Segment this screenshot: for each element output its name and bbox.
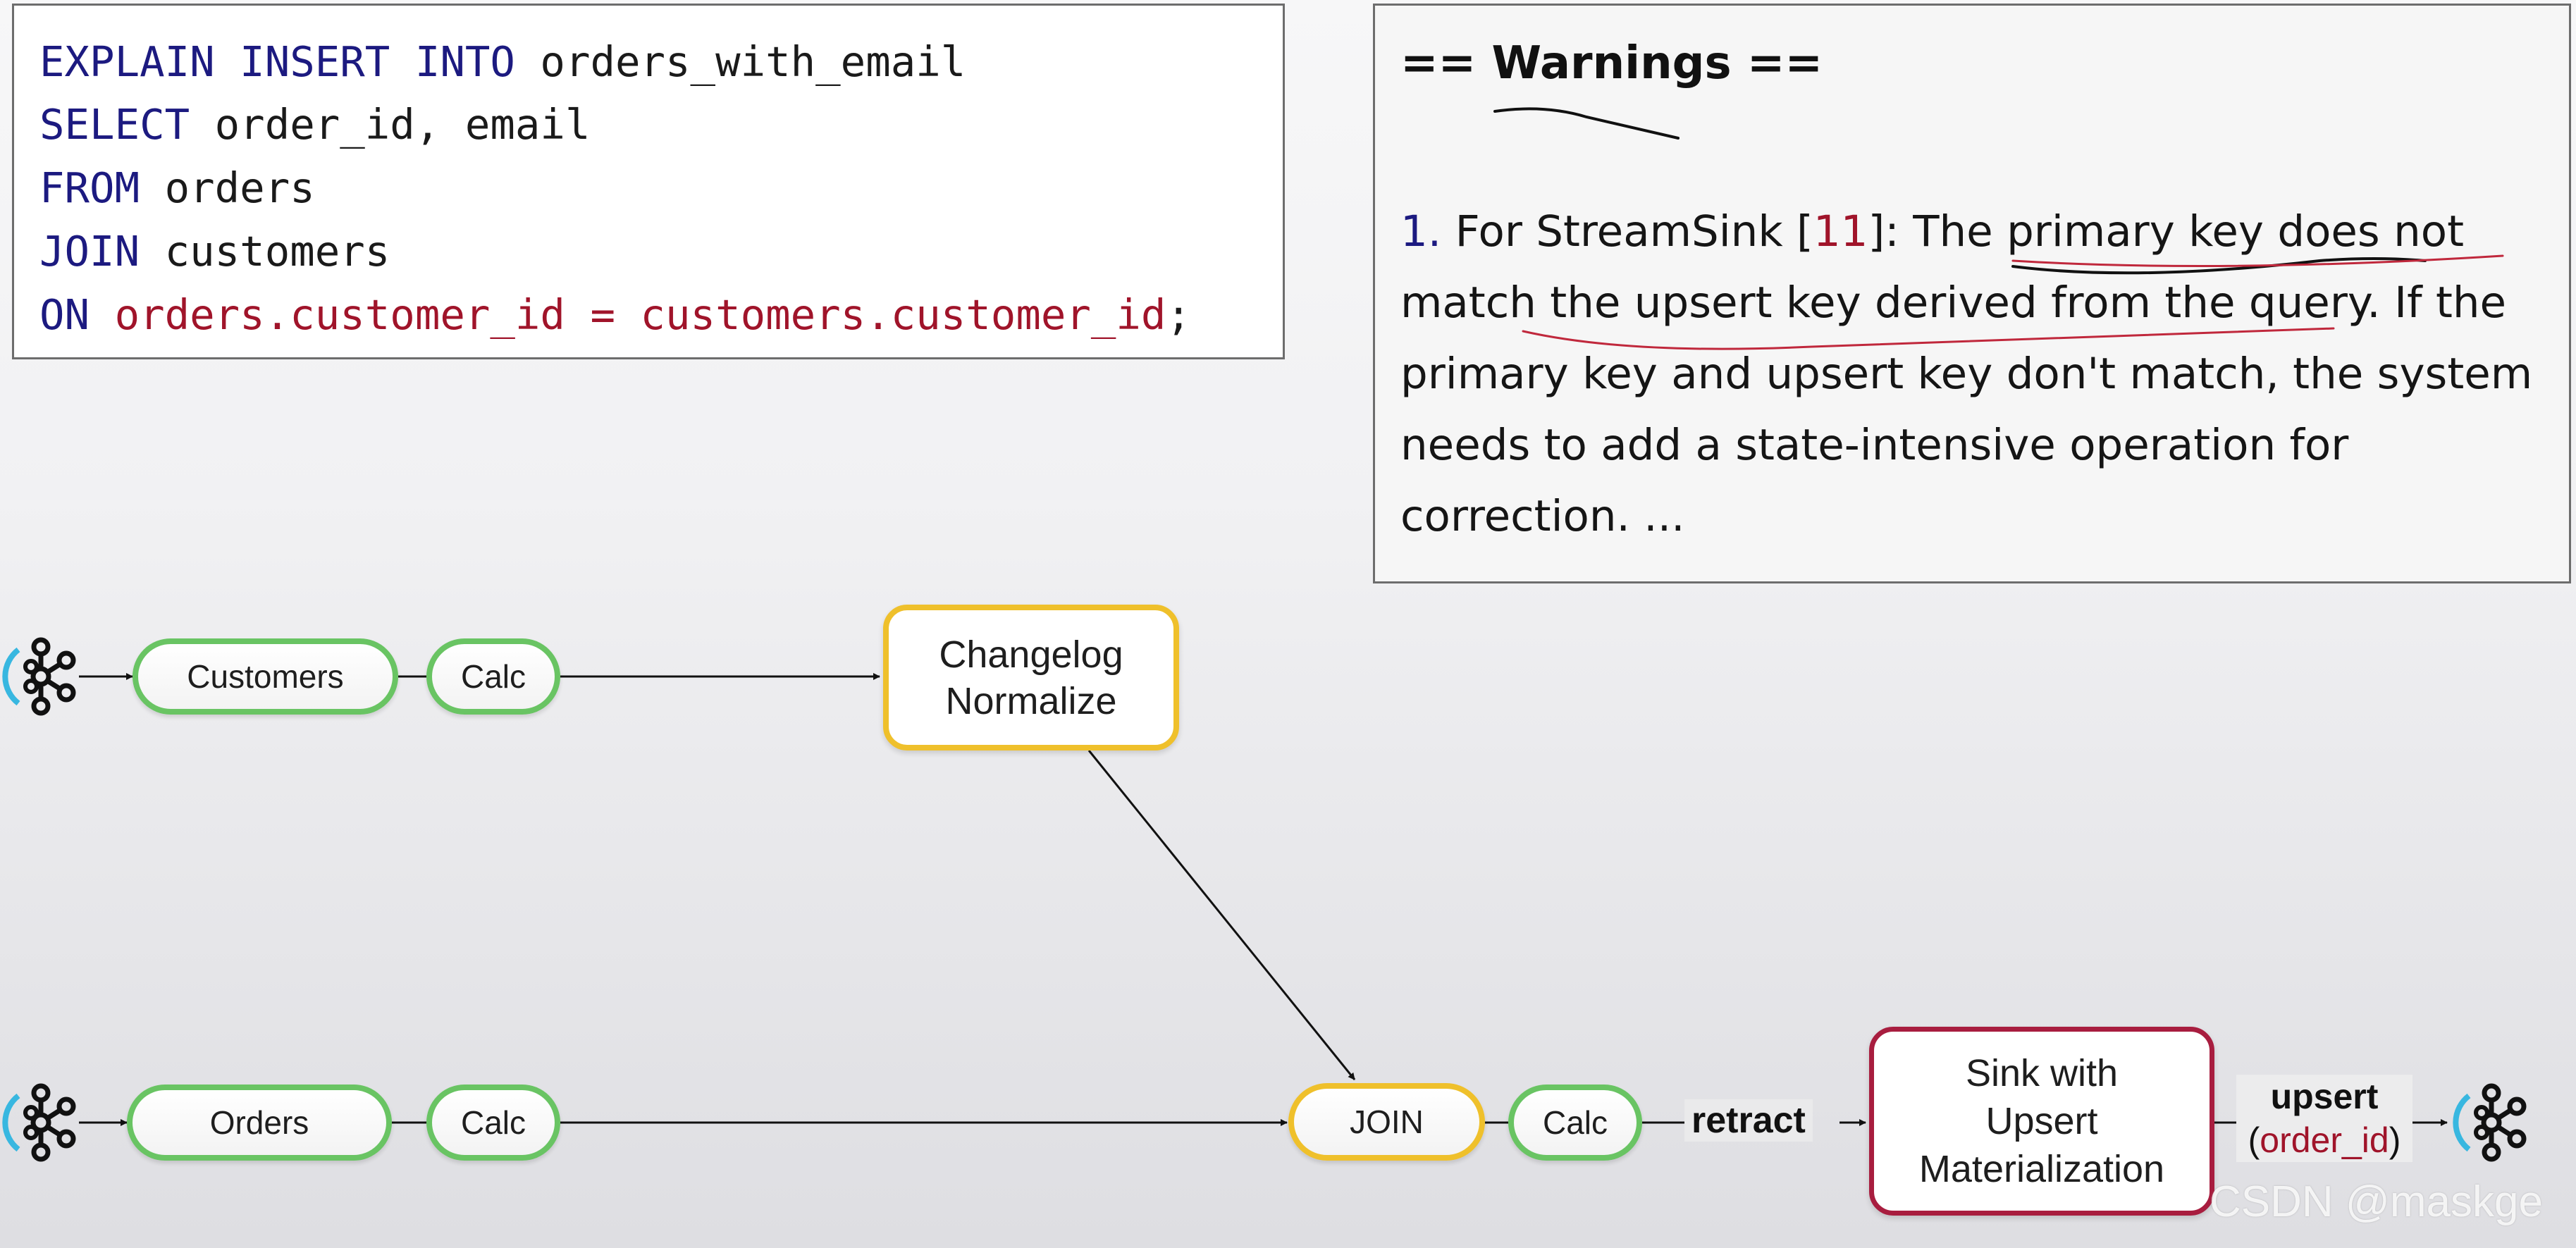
key-underline-red-1 (2011, 254, 2504, 268)
join-node: JOIN (1288, 1083, 1485, 1161)
sql-keyword: SELECT (39, 100, 190, 149)
node-label: Materialization (1918, 1148, 2165, 1190)
calc-node-customers: Calc (426, 638, 560, 715)
kafka-icon (5, 1086, 73, 1159)
sql-line-4: JOIN customers (39, 230, 390, 273)
orders-source-node: Orders (127, 1085, 392, 1161)
sql-keyword: FROM (39, 163, 140, 212)
sql-condition: orders.customer_id = customers.customer_… (90, 290, 1166, 339)
handwritten-annotations (1493, 107, 2504, 350)
sql-text: order_id, email (190, 100, 591, 149)
paren: ( (2248, 1120, 2260, 1160)
warning-text: For StreamSink [ (1441, 206, 1813, 257)
upsert-key: order_id (2260, 1120, 2389, 1160)
warnings-title: == Warnings == (1400, 37, 1823, 89)
sql-line-2: SELECT order_id, email (39, 104, 590, 146)
watermark: CSDN @maskge (2210, 1178, 2543, 1226)
calc-node-orders: Calc (426, 1085, 560, 1161)
warnings-box: == Warnings == 1. For StreamSink [11]: T… (1373, 4, 2571, 583)
node-label: Upsert (1985, 1100, 2098, 1142)
paren: ) (2389, 1120, 2401, 1160)
upsert-key-line: (order_id) (2236, 1118, 2412, 1162)
sql-keyword: EXPLAIN INSERT INTO (39, 37, 515, 86)
node-label: Normalize (945, 679, 1117, 722)
kafka-icon (5, 640, 73, 713)
title-underline-scribble (1493, 107, 1680, 140)
warning-number: 1. (1400, 206, 1442, 257)
customers-source-node: Customers (133, 638, 398, 715)
upsert-label: upsert (order_id) (2236, 1075, 2412, 1162)
node-label: Sink with (1965, 1052, 2119, 1094)
sql-keyword: ON (39, 290, 90, 339)
sql-line-5: ON orders.customer_id = customers.custom… (39, 294, 1191, 336)
key-underline-red-2 (1522, 327, 2335, 350)
sql-text: orders (140, 163, 315, 212)
calc-node-join: Calc (1508, 1085, 1642, 1161)
warning-node-ref: 11 (1813, 206, 1868, 257)
sql-text: ; (1166, 290, 1191, 339)
kafka-icon (2455, 1086, 2524, 1159)
warning-text: ]: The primary key does not match the up… (1400, 206, 2533, 541)
retract-label: retract (1684, 1099, 1813, 1142)
sql-line-1: EXPLAIN INSERT INTO orders_with_email (39, 41, 966, 83)
sql-text: customers (140, 227, 390, 276)
sql-keyword: JOIN (39, 227, 140, 276)
upsert-word: upsert (2270, 1077, 2379, 1116)
warning-message: 1. For StreamSink [11]: The primary key … (1400, 196, 2556, 552)
node-label: Changelog (939, 633, 1123, 676)
sql-text: orders_with_email (514, 37, 966, 86)
sql-line-3: FROM orders (39, 167, 315, 209)
edge-changelog-to-join (1087, 750, 1356, 1080)
sql-code-box: EXPLAIN INSERT INTO orders_with_email SE… (12, 4, 1285, 359)
